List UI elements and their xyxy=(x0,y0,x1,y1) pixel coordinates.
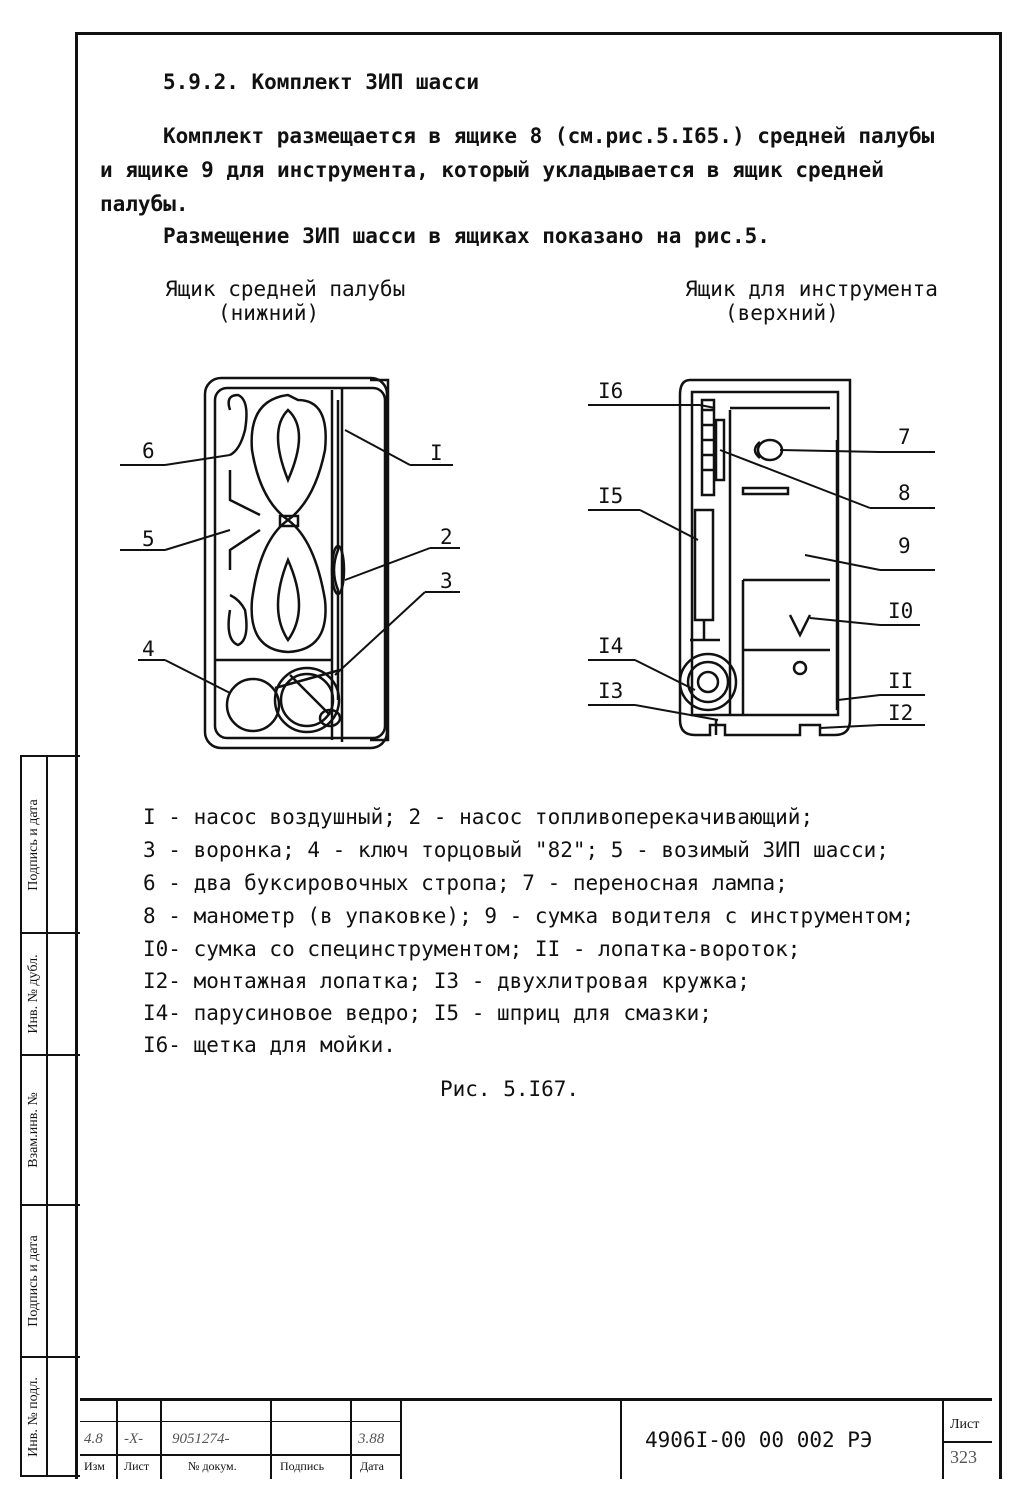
callout-label: I5 xyxy=(598,484,623,508)
left-box-caption: Ящик средней палубы xyxy=(165,277,406,301)
sidebar-stamp: Подпись и дата Инв. № дубл. Взам.инв. № … xyxy=(20,755,80,1477)
callout-label: 2 xyxy=(440,525,453,549)
legend-line: 3 - воронка; 4 - ключ торцовый "82"; 5 -… xyxy=(143,838,889,862)
legend-line: I4- парусиновое ведро; I5 - шприц для см… xyxy=(143,1001,712,1025)
stamp-column-label: Лист xyxy=(124,1459,150,1473)
document-number: 4906I-00 00 002 РЭ xyxy=(645,1428,873,1452)
legend-line: I6- щетка для мойки. xyxy=(143,1033,396,1057)
callout-label: 9 xyxy=(898,534,911,558)
sidebar-cell: Подпись и дата xyxy=(22,757,80,934)
paragraph-line: Размещение ЗИП шасси в ящиках показано н… xyxy=(163,224,770,248)
left-box-subcaption: (нижний) xyxy=(218,301,320,325)
callout-label: I4 xyxy=(598,634,623,658)
callout-label: 4 xyxy=(142,637,155,661)
legend-line: I0- сумка со специнструментом; II - лопа… xyxy=(143,937,801,961)
legend-line: I - насос воздушный; 2 - насос топливопе… xyxy=(143,805,814,829)
sidebar-label: Взам.инв. № xyxy=(26,1092,41,1168)
paragraph-line: и ящике 9 для инструмента, который уклад… xyxy=(100,158,884,182)
right-box-drawing: I6 I5 I4 I3 7 8 9 I0 II I2 xyxy=(588,378,935,737)
sidebar-cell: Взам.инв. № xyxy=(22,1056,80,1206)
paragraph-line: палубы. xyxy=(100,192,189,216)
figure-caption: Рис. 5.I67. xyxy=(440,1077,580,1101)
callout-label: I6 xyxy=(598,379,623,403)
callout-label: 6 xyxy=(142,439,155,463)
sidebar-label: Инв. № дубл. xyxy=(26,954,41,1034)
callout-label: 3 xyxy=(440,569,453,593)
sidebar-cell: Инв. № подл. xyxy=(22,1358,80,1477)
callout-label: I0 xyxy=(888,599,913,623)
left-box-drawing: 6 5 4 I 2 3 xyxy=(120,376,460,750)
section-title: 5.9.2. Комплект ЗИП шасси xyxy=(163,70,480,94)
sheet-label: Лист xyxy=(950,1417,980,1432)
callout-label: I xyxy=(430,441,443,465)
sidebar-label: Подпись и дата xyxy=(26,798,41,891)
legend-line: 8 - манометр (в упаковке); 9 - сумка вод… xyxy=(143,904,915,928)
stamp-column-label: Изм xyxy=(84,1459,105,1473)
callout-label: 8 xyxy=(898,481,911,505)
callout-label: 7 xyxy=(898,425,911,449)
stamp-column-label: Дата xyxy=(360,1459,384,1473)
stamp-hand-value: 3.88 xyxy=(358,1431,385,1447)
stamp-hand-value: 9051274- xyxy=(172,1431,230,1447)
stamp-column-label: № докум. xyxy=(188,1459,237,1473)
stamp-hand-value: -Х- xyxy=(124,1431,144,1447)
callout-label: II xyxy=(888,669,913,693)
paragraph-line: Комплект размещается в ящике 8 (см.рис.5… xyxy=(163,124,935,148)
stamp-column-label: Подпись xyxy=(280,1459,325,1473)
sidebar-label: Подпись и дата xyxy=(26,1235,41,1327)
sidebar-cell: Подпись и дата xyxy=(22,1206,80,1358)
callout-label: 5 xyxy=(142,527,155,551)
legend-line: 6 - два буксировочных стропа; 7 - перено… xyxy=(143,871,788,895)
right-box-caption: Ящик для инструмента xyxy=(685,277,938,301)
sidebar-cell: Инв. № дубл. xyxy=(22,934,80,1056)
stamp-hand-value: 4.8 xyxy=(84,1431,103,1447)
callout-label: I3 xyxy=(598,679,623,703)
callout-label: I2 xyxy=(888,701,913,725)
title-block: 4.8 -Х- 9051274- 3.88 Изм Лист № докум. … xyxy=(80,1398,992,1479)
right-box-subcaption: (верхний) xyxy=(725,301,839,325)
sidebar-label: Инв. № подл. xyxy=(26,1376,41,1457)
sheet-number: 323 xyxy=(950,1447,977,1467)
legend-line: I2- монтажная лопатка; I3 - двухлитровая… xyxy=(143,969,750,993)
